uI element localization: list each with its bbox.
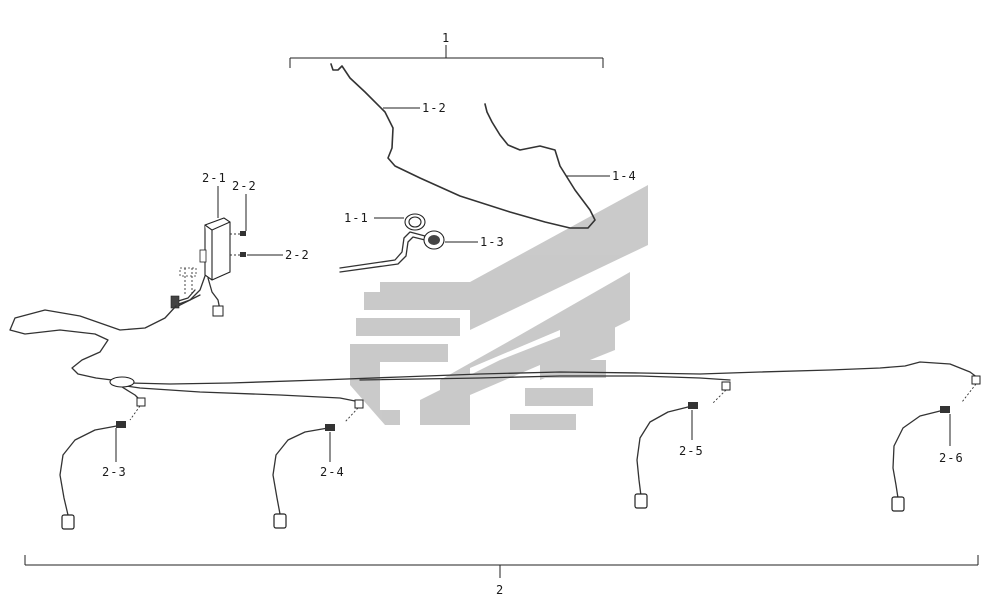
label-2-3: 2-3 <box>102 465 127 479</box>
label-2: 2 <box>496 583 504 597</box>
label-1: 1 <box>442 31 450 45</box>
main-harness-2 <box>9 305 981 409</box>
label-1-1: 1-1 <box>344 211 369 225</box>
wheel-sensor-2-6: 2-6 <box>891 383 977 512</box>
label-2-2-top: 2-2 <box>232 179 257 193</box>
screw-icon: 2-2 <box>230 179 257 236</box>
label-2-2-right: 2-2 <box>285 248 310 262</box>
control-unit-2-1: 2-1 2-2 2-2 <box>170 171 310 317</box>
brand-logo-watermark <box>350 185 648 430</box>
wheel-sensor-2-5: 2-5 <box>634 389 727 509</box>
group-1-bracket: 1 <box>289 31 604 68</box>
label-2-6: 2-6 <box>939 451 964 465</box>
label-1-2: 1-2 <box>422 101 447 115</box>
label-2-1: 2-1 <box>202 171 227 185</box>
cable-1-2: 1-2 <box>330 63 596 229</box>
label-2-4: 2-4 <box>320 465 345 479</box>
label-1-4: 1-4 <box>612 169 637 183</box>
ring-1-1: 1-1 <box>344 211 426 231</box>
screw-icon: 2-2 <box>230 248 310 262</box>
label-2-5: 2-5 <box>679 444 704 458</box>
group-2-bracket: 2 <box>24 555 979 597</box>
wheel-sensor-2-4: 2-4 <box>272 407 359 529</box>
wheel-sensor-2-3: 2-3 <box>59 405 141 530</box>
cable-1-4-callout: 1-4 <box>566 169 637 183</box>
sensor-1-3: 1-3 <box>339 230 505 273</box>
label-1-3: 1-3 <box>480 235 505 249</box>
